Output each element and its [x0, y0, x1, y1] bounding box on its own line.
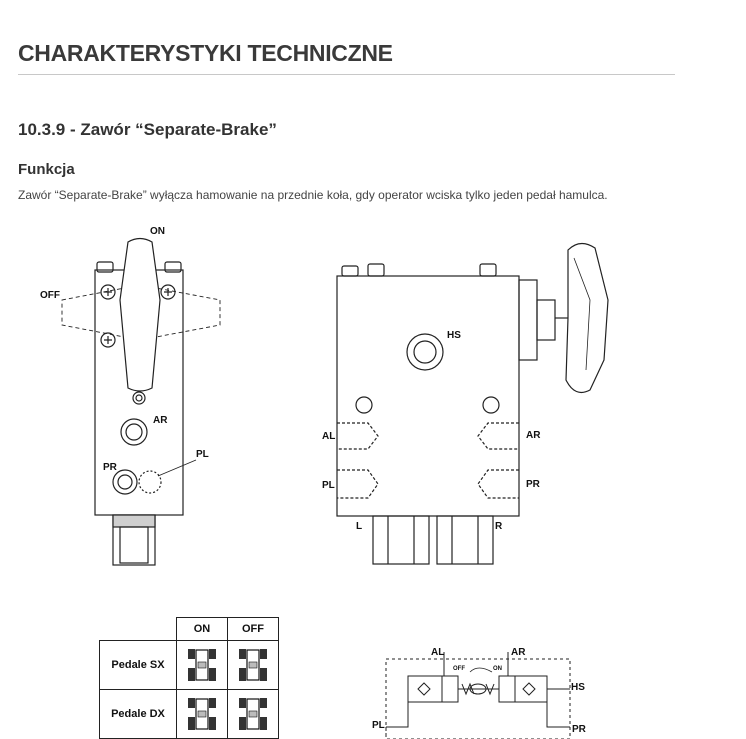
- label-pr-left: PR: [103, 462, 118, 473]
- schematic-label-off: OFF: [453, 666, 465, 672]
- schematic-label-pr: PR: [572, 724, 587, 735]
- schematic-label-pl: PL: [372, 720, 385, 731]
- label-off: OFF: [40, 290, 60, 301]
- label-pr-right: PR: [526, 479, 541, 490]
- tractor-on-dx-cell: [176, 689, 228, 739]
- label-al: AL: [322, 431, 335, 442]
- page-title: CHARAKTERYSTYKI TECHNICZNE: [18, 40, 393, 66]
- table-row-pedale-sx: Pedale SX: [99, 640, 177, 690]
- label-l: L: [356, 521, 362, 532]
- table-row-pedale-dx: Pedale DX: [99, 689, 177, 739]
- tractor-icon: [239, 698, 267, 730]
- label-r: R: [495, 521, 503, 532]
- table-corner: [99, 617, 177, 641]
- label-on: ON: [150, 226, 165, 237]
- valve-front-view: [61, 237, 221, 566]
- schematic-label-al: AL: [431, 647, 444, 658]
- table-header-on: ON: [176, 617, 228, 641]
- title-divider: [18, 74, 675, 75]
- schematic-label-hs: HS: [571, 682, 585, 693]
- tractor-icon: [188, 698, 216, 730]
- label-pl-left: PL: [196, 449, 209, 460]
- tractor-off-sx-cell: [227, 640, 279, 690]
- label-pl-right: PL: [322, 480, 335, 491]
- hydraulic-schematic: [385, 652, 571, 739]
- schematic-label-ar: AR: [511, 647, 526, 658]
- label-ar-right: AR: [526, 430, 541, 441]
- schematic-label-on: ON: [493, 666, 502, 672]
- subsection-title: Funkcja: [18, 161, 75, 178]
- tractor-icon: [188, 649, 216, 681]
- description-text: Zawór “Separate-Brake” wyłącza hamowanie…: [18, 188, 608, 202]
- table-header-off: OFF: [227, 617, 279, 641]
- section-title: 10.3.9 - Zawór “Separate-Brake”: [18, 120, 277, 139]
- valve-side-view: [336, 242, 609, 565]
- label-ar-left: AR: [153, 415, 168, 426]
- tractor-off-dx-cell: [227, 689, 279, 739]
- label-hs: HS: [447, 330, 461, 341]
- tractor-icon: [239, 649, 267, 681]
- tractor-on-sx-cell: [176, 640, 228, 690]
- pedal-table: ON OFF Pedale SX Pedale DX: [99, 617, 279, 739]
